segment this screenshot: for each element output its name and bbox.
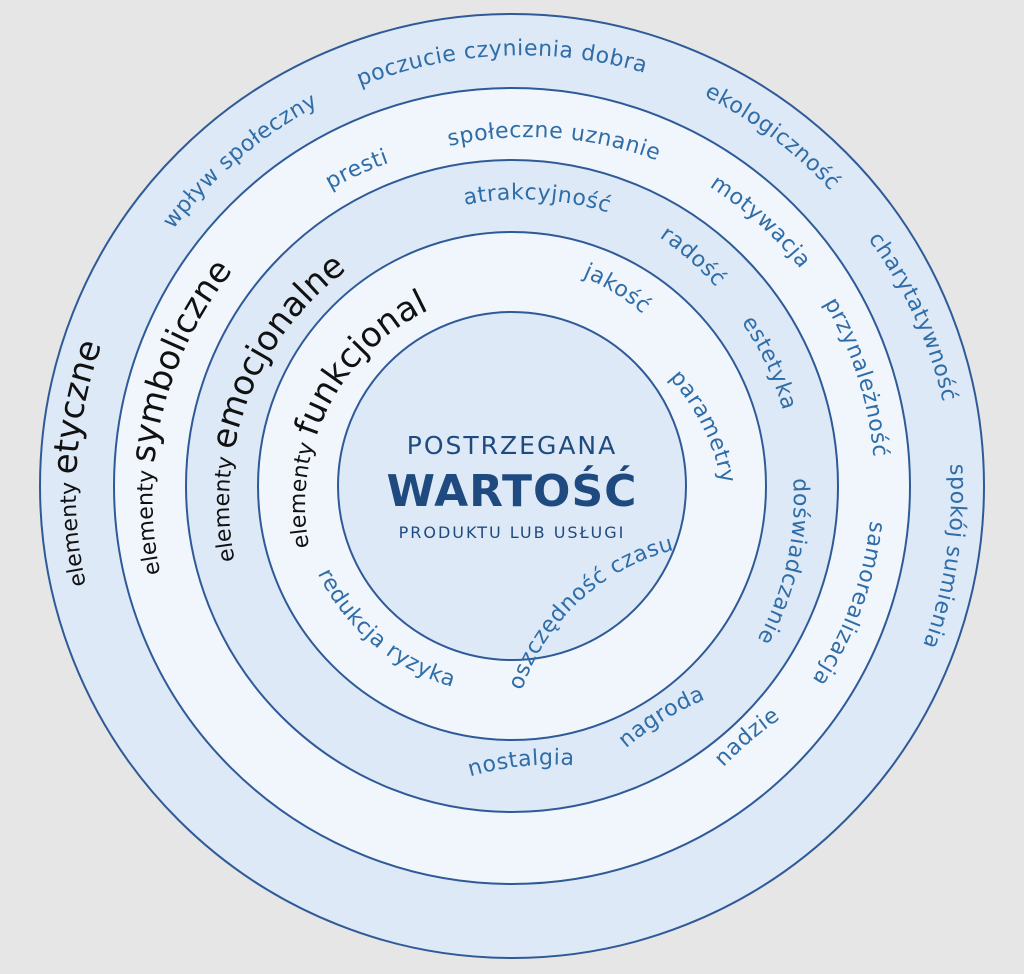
center-subtitle: PRODUKTU LUB USŁUGI [399,523,626,542]
center-circle [337,311,687,661]
center-title-top: POSTRZEGANA [407,431,617,460]
center-title-main: WARTOŚĆ [387,464,638,517]
